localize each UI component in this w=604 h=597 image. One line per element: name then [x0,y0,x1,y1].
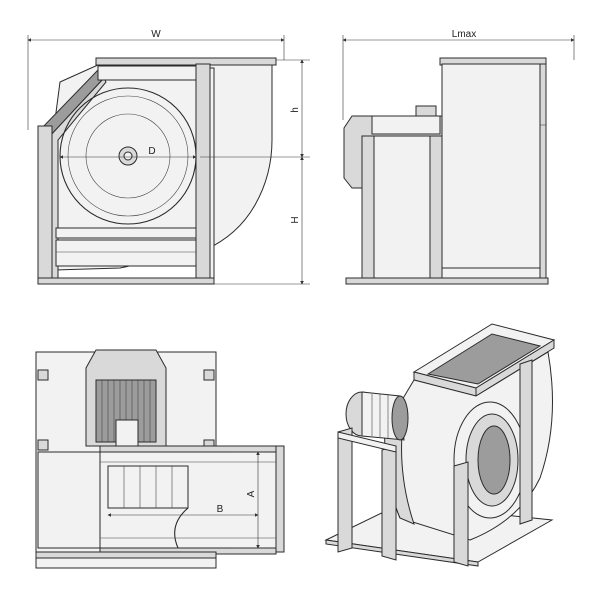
H-label: H [290,216,301,223]
diameter-label: D [148,146,155,157]
top-flange [95,57,277,66]
width-label: W [151,29,161,40]
base-side [345,277,549,285]
front-view: W D h H [27,29,310,285]
motor-bracket [361,135,375,283]
h-label: h [290,107,301,113]
base-rail [37,277,215,285]
housing-top [37,451,101,549]
length-label: Lmax [452,29,476,40]
housing-side [441,63,541,283]
base-top [35,551,217,559]
frame-post-right [195,63,211,285]
side-view: Lmax [342,29,575,285]
A-label: A [246,490,257,497]
iso-frame-post-front [337,427,353,553]
isometric-view [324,323,556,567]
B-label: B [217,504,224,515]
top-view: A B [35,349,285,569]
frame-post-left [37,125,53,285]
